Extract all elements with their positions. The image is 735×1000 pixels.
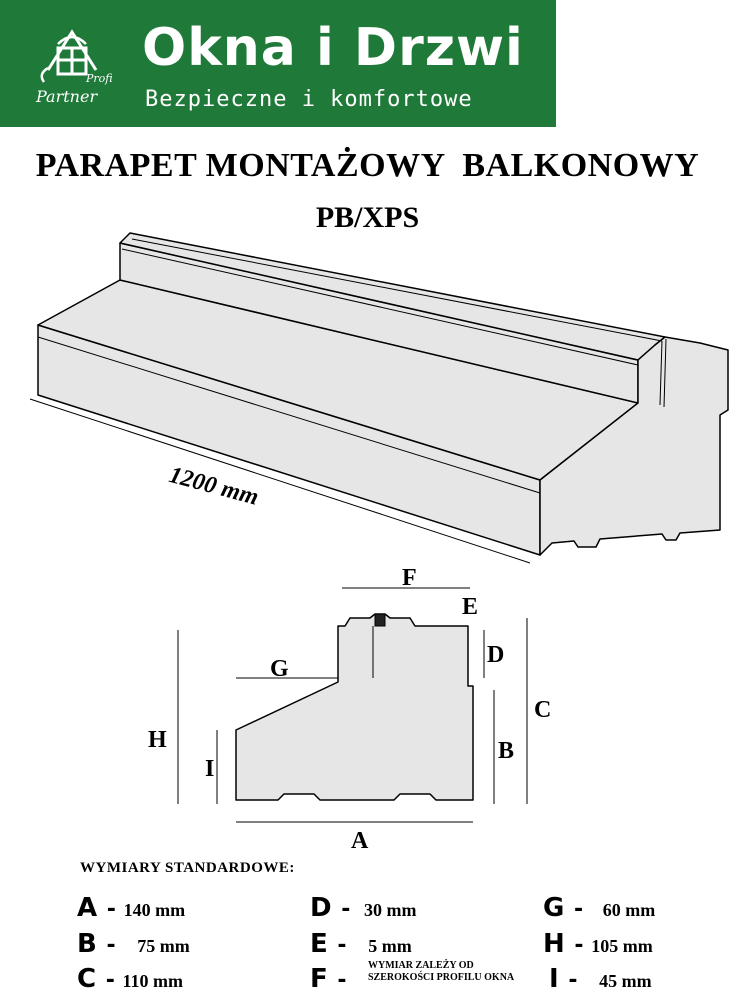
dim-value: 45 mm (599, 971, 652, 991)
dim-row-f: F - (310, 964, 347, 994)
section-label-g: G (270, 656, 289, 682)
dim-row-b: B - 75 mm (77, 929, 190, 959)
section-label-h: H (148, 727, 167, 753)
dim-value: 75 mm (137, 936, 190, 956)
dim-value: 60 mm (602, 900, 656, 920)
dim-value: 30 mm (364, 900, 417, 920)
svg-text:Profi: Profi (85, 72, 113, 85)
dim-key: E (310, 929, 328, 959)
section-label-i: I (205, 756, 215, 782)
parapet-perspective-drawing (29, 232, 729, 564)
profi-partner-logo: Profi Partner (35, 29, 113, 106)
dim-key: A (77, 893, 98, 923)
dim-key: I (549, 964, 559, 994)
section-label-f: F (402, 565, 417, 591)
cross-section-drawing (177, 587, 528, 823)
dim-row-c: C - 110 mm (77, 964, 184, 994)
seal-marker (374, 613, 386, 627)
section-label-e: E (462, 594, 479, 620)
brand-title: Okna i Drzwi (142, 18, 524, 78)
dim-key: G (543, 893, 565, 923)
dim-key: H (543, 929, 565, 959)
dim-key: B (77, 929, 97, 959)
header-banner: Profi Partner Okna i Drzwi Bezpieczne i … (0, 0, 556, 127)
section-label-d: D (487, 642, 505, 668)
dim-row-h: H - 105 mm (543, 929, 653, 959)
section-label-b: B (498, 738, 515, 764)
dim-value: 5 mm (368, 936, 412, 956)
dim-row-a: A - 140 mm (77, 893, 186, 923)
document-title: PARAPET MONTAŻOWY BALKONOWY (35, 147, 700, 184)
dim-row-d: D - 30 mm (310, 893, 417, 923)
document-subtitle: PB/XPS (315, 201, 420, 234)
dim-row-e: E - 5 mm (310, 929, 412, 959)
section-label-a: A (351, 828, 369, 854)
dim-value: 140 mm (123, 900, 186, 920)
dim-row-i: I - 45 mm (549, 964, 652, 994)
dim-value: 110 mm (122, 971, 184, 991)
standard-dimensions-heading: WYMIARY STANDARDOWE: (80, 860, 295, 876)
dim-key: F (310, 964, 328, 994)
dim-key: D (310, 893, 332, 923)
dim-value: 105 mm (591, 936, 653, 956)
end-face (539, 336, 729, 556)
dim-value-f: WYMIAR ZALEŻY OD SZEROKOŚCI PROFILU OKNA (368, 960, 515, 983)
brand-subtitle: Bezpieczne i komfortowe (145, 87, 473, 112)
dim-row-g: G - 60 mm (543, 893, 656, 923)
dim-key: C (77, 964, 97, 994)
section-profile (235, 613, 474, 801)
svg-text:Partner: Partner (35, 87, 98, 106)
section-label-c: C (534, 697, 552, 723)
